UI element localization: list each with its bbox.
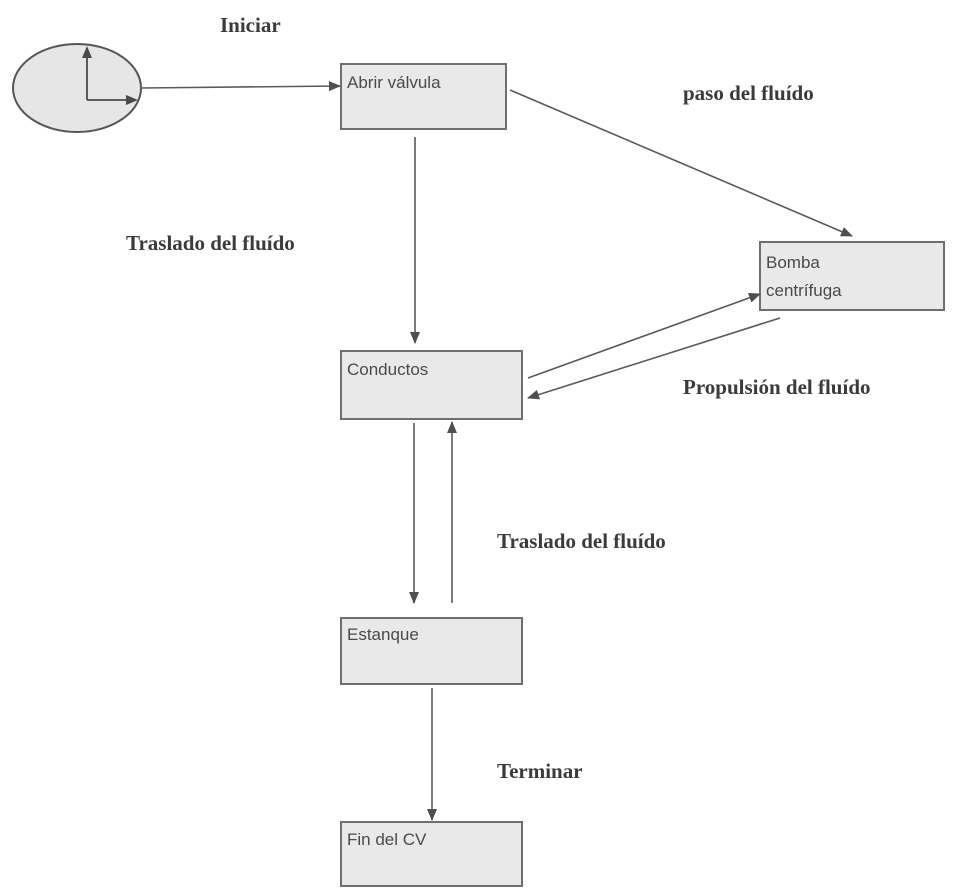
label-traslado-del-fluido-left: Traslado del fluído <box>126 231 295 255</box>
node-abrir-valvula: Abrir válvula <box>340 63 507 130</box>
node-fin-cv-label: Fin del CV <box>347 830 427 849</box>
node-estanque: Estanque <box>340 617 523 685</box>
label-traslado-del-fluido-center: Traslado del fluído <box>497 529 666 553</box>
arrow-bomba-to-conductos <box>527 317 781 400</box>
arrow-conductos-to-bomba <box>527 293 761 379</box>
node-conductos: Conductos <box>340 350 523 420</box>
start-node <box>12 43 142 133</box>
label-propulsion-del-fluido: Propulsión del fluído <box>683 375 871 399</box>
start-ellipse <box>12 43 142 133</box>
node-estanque-label: Estanque <box>347 625 419 644</box>
node-fin-cv: Fin del CV <box>340 821 523 887</box>
arrow-start-to-abrir <box>140 81 341 92</box>
label-iniciar: Iniciar <box>220 13 281 37</box>
node-bomba-label-line2: centrífuga <box>766 281 842 300</box>
label-paso-del-fluido: paso del fluído <box>683 81 814 105</box>
node-bomba-label-line1: Bomba <box>766 253 820 272</box>
node-abrir-valvula-label: Abrir válvula <box>347 73 441 92</box>
label-terminar: Terminar <box>497 759 583 783</box>
node-bomba-centrifuga: Bomba centrífuga <box>759 241 945 311</box>
arrow-abrir-to-bomba <box>509 89 853 237</box>
clock-icon <box>82 46 138 105</box>
node-conductos-label: Conductos <box>347 360 428 379</box>
